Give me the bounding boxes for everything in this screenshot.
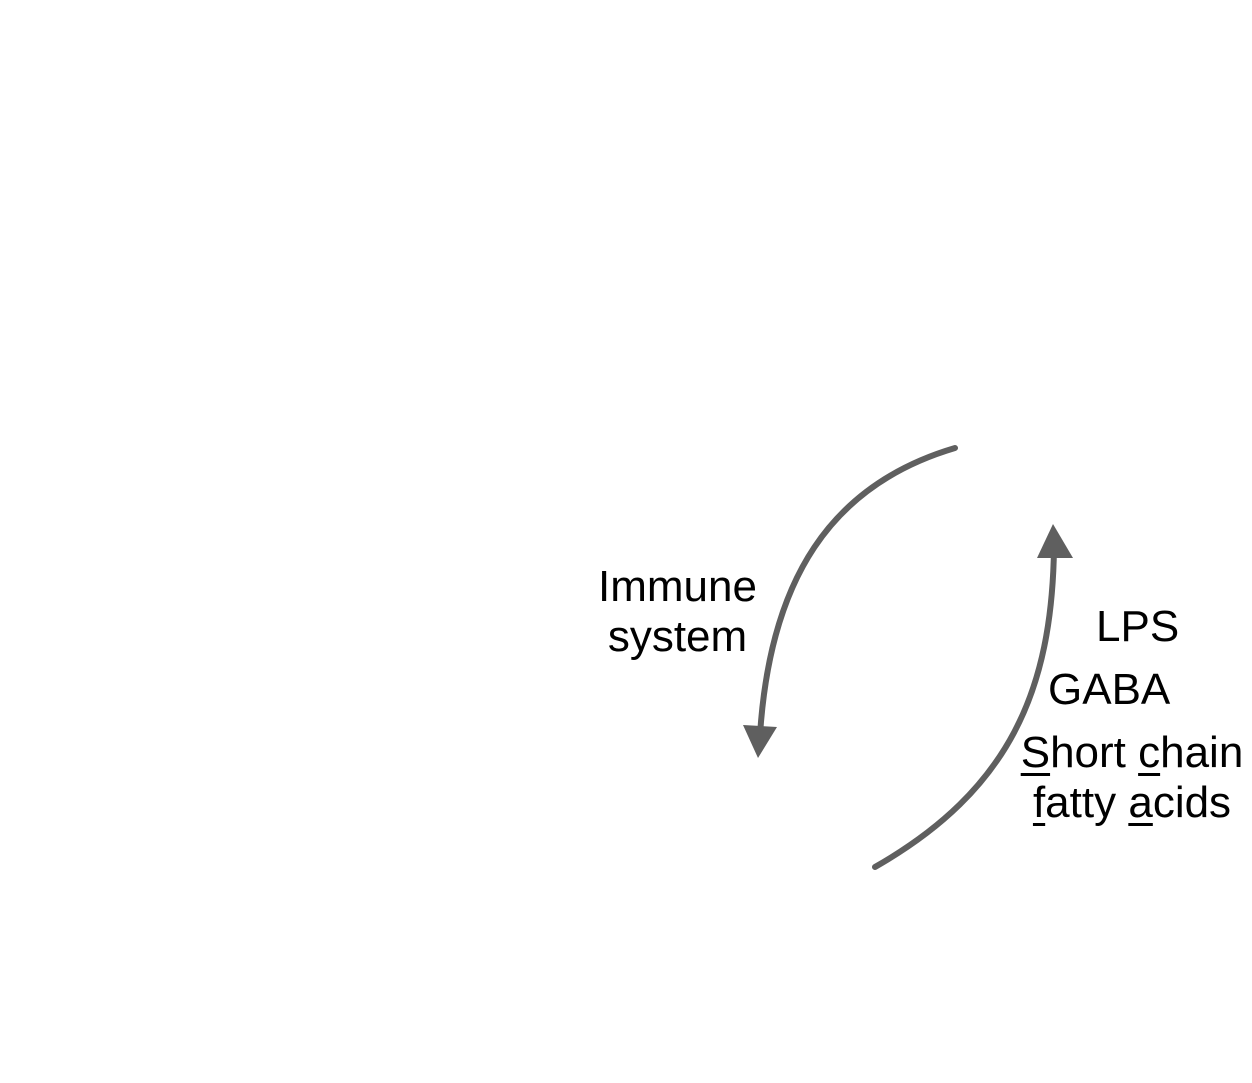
immune-label-line1: Immune xyxy=(598,562,757,611)
arrow-up-metabolites xyxy=(872,524,1073,870)
arrow-down-immune xyxy=(743,445,958,758)
scfa-line1: Short chain xyxy=(1012,728,1252,778)
scfa-text-hort: hort xyxy=(1050,728,1139,777)
short-chain-fatty-acids-label: Short chain fatty acids xyxy=(1012,728,1252,828)
immune-label-line2: system xyxy=(607,612,748,661)
lps-label: LPS xyxy=(1096,602,1180,651)
scfa-text-hain: hain xyxy=(1160,728,1244,777)
immune-system-label: Immune system xyxy=(590,562,765,662)
scfa-letter-c: c xyxy=(1138,728,1161,777)
scfa-letter-a: a xyxy=(1128,778,1153,827)
scfa-letter-f: f xyxy=(1032,778,1046,827)
scfa-text-cids: cids xyxy=(1152,778,1232,827)
gaba-label: GABA xyxy=(1048,665,1171,714)
scfa-letter-s: S xyxy=(1020,728,1051,777)
scfa-text-atty: atty xyxy=(1045,778,1129,827)
scfa-line2: fatty acids xyxy=(1012,778,1252,828)
